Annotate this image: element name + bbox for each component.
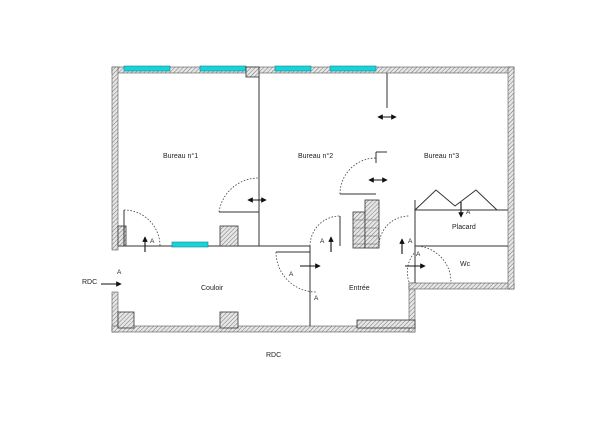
exterior-walls [111,66,515,333]
room-label-bureau3: Bureau n°3 [424,152,459,160]
room-label-entree: Entrée [349,285,370,292]
stairs [352,199,380,249]
doors [123,157,452,293]
section-marker: A [466,209,471,216]
section-marker: A [314,295,319,302]
section-marker: A [150,238,155,245]
room-label-placard: Placard [452,224,476,231]
section-marker: A [320,238,325,245]
section-marker: A [408,238,413,245]
columns [117,66,416,329]
room-label-bureau1: Bureau n°1 [163,152,198,160]
section-marker: A [289,271,294,278]
level-label-left: RDC [82,279,97,286]
section-marker: A [416,251,421,258]
room-label-bureau2: Bureau n°2 [298,152,333,160]
arrows [101,114,464,287]
section-marker: A [117,269,122,276]
room-labels: Bureau n°1 Bureau n°2 Bureau n°3 Placard… [163,152,476,292]
room-label-wc: Wc [460,261,471,268]
room-label-couloir: Couloir [201,285,224,292]
level-label-bottom: RDC [266,352,281,359]
section-markers: A A A A A A A A [117,209,471,302]
windows [123,65,377,248]
interior-walls [118,73,508,326]
